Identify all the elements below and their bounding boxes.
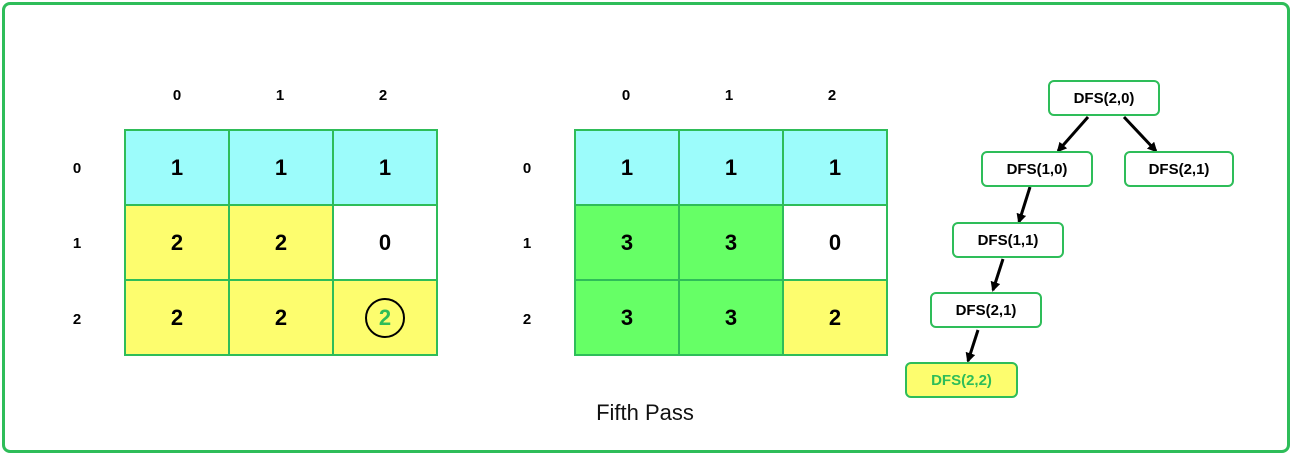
right-row-header-0: 0 bbox=[522, 160, 532, 177]
left-row-header-0: 0 bbox=[72, 160, 82, 177]
right-cell-1-1: 3 bbox=[679, 205, 783, 280]
tree-node-dfs-2-2: DFS(2,2) bbox=[905, 362, 1018, 398]
left-cell-0-1: 1 bbox=[229, 130, 333, 205]
tree-node-dfs-2-1: DFS(2,1) bbox=[930, 292, 1042, 328]
right-col-header-0: 0 bbox=[621, 87, 631, 104]
arrow-dfs-1-1-to-dfs-2-1 bbox=[990, 258, 1005, 292]
left-col-header-1: 1 bbox=[275, 87, 285, 104]
left-cell-1-0: 2 bbox=[125, 205, 229, 280]
left-cell-1-1: 2 bbox=[229, 205, 333, 280]
right-cell-0-2: 1 bbox=[783, 130, 887, 205]
left-row-header-2: 2 bbox=[72, 311, 82, 328]
right-col-header-2: 2 bbox=[827, 87, 837, 104]
right-cell-2-1: 3 bbox=[679, 280, 783, 355]
arrow-dfs-2-1-to-dfs-2-2 bbox=[965, 329, 980, 363]
right-cell-0-1: 1 bbox=[679, 130, 783, 205]
right-cell-1-0: 3 bbox=[575, 205, 679, 280]
tree-node-dfs-2-1-right: DFS(2,1) bbox=[1124, 151, 1234, 187]
right-col-header-1: 1 bbox=[724, 87, 734, 104]
left-row-header-1: 1 bbox=[72, 235, 82, 252]
tree-node-dfs-1-1: DFS(1,1) bbox=[952, 222, 1064, 258]
left-cell-1-2: 0 bbox=[333, 205, 437, 280]
right-row-header-2: 2 bbox=[522, 311, 532, 328]
right-grid: 1 1 1 3 3 0 3 3 2 bbox=[574, 129, 888, 356]
left-grid: 1 1 1 2 2 0 2 2 2 bbox=[124, 129, 438, 356]
left-cell-2-2: 2 bbox=[333, 280, 437, 355]
arrow-root-to-dfs-2-1 bbox=[1122, 115, 1158, 153]
tree-node-dfs-2-0: DFS(2,0) bbox=[1048, 80, 1160, 116]
arrow-dfs-1-0-to-dfs-1-1 bbox=[1016, 186, 1032, 224]
right-cell-2-2: 2 bbox=[783, 280, 887, 355]
right-cell-2-0: 3 bbox=[575, 280, 679, 355]
left-cell-2-1: 2 bbox=[229, 280, 333, 355]
current-cell-circle: 2 bbox=[365, 297, 405, 338]
tree-node-dfs-1-0: DFS(1,0) bbox=[981, 151, 1093, 187]
caption: Fifth Pass bbox=[596, 400, 694, 425]
left-col-header-0: 0 bbox=[172, 87, 182, 104]
arrow-root-to-dfs-1-0 bbox=[1056, 116, 1090, 153]
left-cell-0-0: 1 bbox=[125, 130, 229, 205]
right-row-header-1: 1 bbox=[522, 235, 532, 252]
right-cell-0-0: 1 bbox=[575, 130, 679, 205]
left-cell-0-2: 1 bbox=[333, 130, 437, 205]
left-col-header-2: 2 bbox=[378, 87, 388, 104]
right-cell-1-2: 0 bbox=[783, 205, 887, 280]
left-cell-2-0: 2 bbox=[125, 280, 229, 355]
